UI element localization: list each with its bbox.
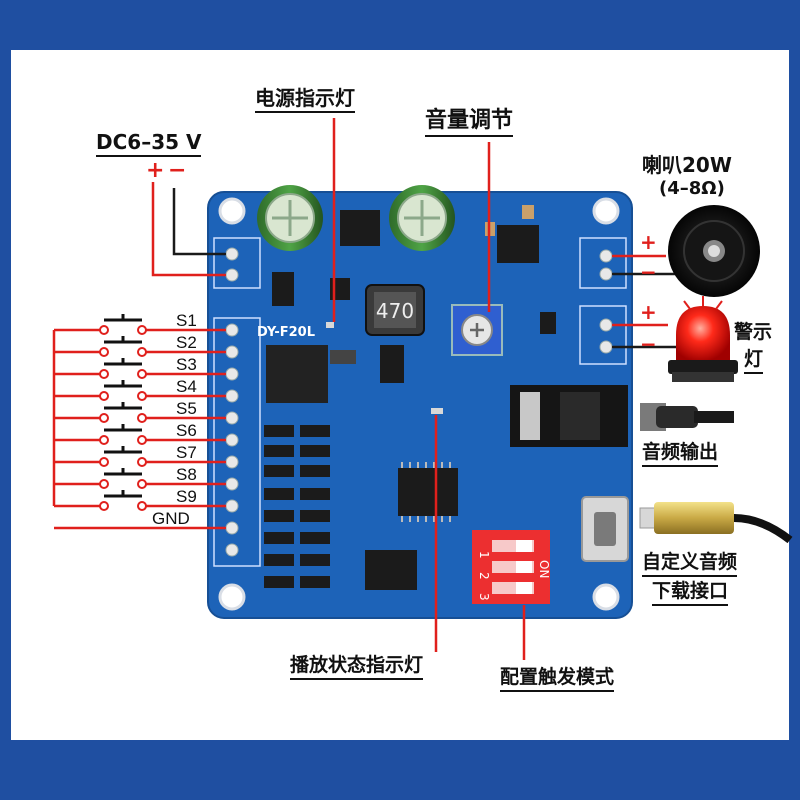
switch-contact — [99, 347, 109, 357]
switch-contact — [99, 325, 109, 335]
volume-potentiometer[interactable] — [451, 304, 503, 356]
switch-contact — [99, 479, 109, 489]
lamp-plus: + — [640, 300, 657, 324]
audio-plug-icon — [640, 403, 734, 431]
switch-contact — [137, 347, 147, 357]
alarm-light-label-1: 警示 — [734, 321, 773, 343]
switch-contact — [99, 369, 109, 379]
switch-label-s8: S8 — [176, 465, 197, 484]
callout-lines — [332, 118, 526, 660]
gnd-label: GND — [152, 509, 190, 528]
switch-contact — [137, 501, 147, 511]
push-button-icon — [104, 490, 142, 498]
switch-contact — [137, 369, 147, 379]
pcb-board: 470 — [207, 185, 633, 619]
switch-contact — [137, 435, 147, 445]
switch-contact — [137, 391, 147, 401]
push-button-icon — [104, 358, 142, 366]
custom-audio-label-1: 自定义音频 — [642, 553, 738, 577]
board-model: DY-F20L — [257, 325, 315, 340]
play-status-label: 播放状态指示灯 — [290, 656, 424, 680]
capacitor-right — [389, 185, 455, 251]
switch-contact — [99, 435, 109, 445]
switch-contact — [137, 325, 147, 335]
switch-contact — [99, 413, 109, 423]
power-plus: + — [146, 158, 165, 183]
usb-cable-icon — [639, 502, 793, 544]
dip-number-2: 2 — [477, 572, 491, 580]
alarm-light-label-2: 灯 — [744, 350, 764, 374]
push-button-icon — [104, 402, 142, 410]
dip-number-1: 1 — [477, 551, 491, 559]
inductor-label: 470 — [376, 299, 414, 323]
switch-contact — [99, 391, 109, 401]
push-button-icon — [104, 336, 142, 344]
push-button-icon — [104, 314, 142, 322]
power-minus: − — [168, 158, 187, 183]
switch-contact — [137, 479, 147, 489]
switch-contact — [137, 457, 147, 467]
switch-label-s7: S7 — [176, 443, 197, 462]
push-button-icon — [104, 424, 142, 432]
switch-label-s1: S1 — [176, 311, 197, 330]
power-indicator-label: 电源指示灯 — [255, 88, 355, 113]
speaker-icon — [668, 205, 760, 297]
dip-on-label: ON — [537, 560, 551, 578]
volume-adjust-label: 音量调节 — [425, 110, 514, 137]
speaker-minus: − — [640, 260, 657, 284]
capacitor-left — [257, 185, 323, 251]
push-button-icon — [104, 468, 142, 476]
dip-number-3: 3 — [477, 593, 491, 601]
switch-contact — [99, 457, 109, 467]
warning-lamp-icon — [668, 296, 738, 382]
switch-label-s3: S3 — [176, 355, 197, 374]
switch-contact — [137, 413, 147, 423]
dip-switch[interactable]: ON 1 2 3 — [472, 530, 551, 604]
switch-rows — [54, 314, 226, 530]
speaker-spec: (4–8Ω) — [659, 178, 725, 199]
switch-label-s5: S5 — [176, 399, 197, 418]
config-mode-label: 配置触发模式 — [500, 668, 615, 692]
audio-jack[interactable] — [510, 385, 628, 447]
power-supply-label: DC6–35 V — [96, 132, 202, 157]
speaker-title: 喇叭20W — [642, 153, 732, 177]
diode-array — [264, 425, 330, 588]
push-button-icon — [104, 446, 142, 454]
power-wires — [151, 182, 226, 277]
switch-label-s4: S4 — [176, 377, 197, 396]
switch-label-s2: S2 — [176, 333, 197, 352]
usb-port[interactable] — [581, 496, 629, 562]
switch-contact — [99, 501, 109, 511]
push-button-icon — [104, 380, 142, 388]
speaker-plus: + — [640, 230, 657, 254]
switch-label-s9: S9 — [176, 487, 197, 506]
lamp-minus: − — [640, 332, 657, 356]
audio-out-label: 音频输出 — [642, 443, 719, 467]
inductor: 470 — [365, 284, 425, 336]
main-ic — [398, 462, 458, 522]
switch-label-s6: S6 — [176, 421, 197, 440]
custom-audio-label-2: 下载接口 — [652, 582, 729, 606]
